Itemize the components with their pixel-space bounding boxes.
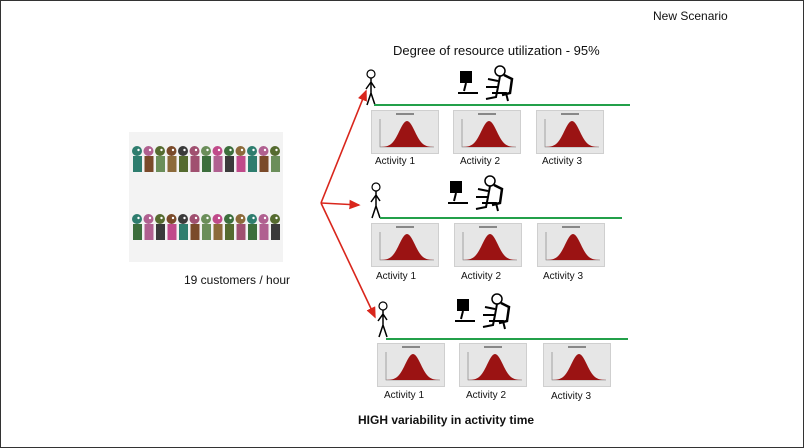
activity-label: Activity 2	[461, 271, 502, 282]
bell-curve	[468, 354, 522, 380]
activity-chart	[459, 343, 527, 387]
stick-figure-icon	[368, 182, 384, 225]
activity-chart	[453, 110, 521, 154]
lane-2-line	[380, 217, 622, 219]
bell-curve	[386, 354, 440, 380]
desk-worker-icon	[446, 173, 506, 220]
arrow-to-lane-3	[320, 202, 376, 319]
activity-chart	[371, 223, 439, 267]
stick-figure-icon	[375, 301, 391, 344]
desk-worker-icon	[456, 63, 516, 110]
activity-label: Activity 1	[384, 390, 425, 401]
bell-curve	[552, 354, 606, 380]
variability-label: HIGH variability in activity time	[358, 413, 535, 427]
activity-label: Activity 3	[543, 271, 584, 282]
lane-3-line	[386, 338, 628, 340]
bell-curve	[463, 234, 517, 260]
activity-chart	[371, 110, 439, 154]
utilization-label: Degree of resource utilization - 95%	[393, 43, 600, 58]
customers-label: 19 customers / hour	[184, 273, 291, 287]
activity-chart	[537, 223, 605, 267]
lane-1-line	[374, 104, 630, 106]
activity-label: Activity 1	[375, 156, 416, 167]
activity-label: Activity 1	[376, 271, 417, 282]
bell-curve	[380, 234, 434, 260]
activity-chart	[377, 343, 445, 387]
activity-label: Activity 2	[466, 390, 507, 401]
bell-curve	[462, 121, 516, 147]
activity-label: Activity 3	[551, 391, 592, 402]
scenario-label: New Scenario	[653, 9, 728, 23]
bell-curve	[545, 121, 599, 147]
activity-label: Activity 2	[460, 156, 501, 167]
bell-curve	[546, 234, 600, 260]
crowd-illustration	[129, 132, 283, 262]
activity-chart	[543, 343, 611, 387]
activity-label: Activity 3	[542, 156, 583, 167]
stick-figure-icon	[363, 69, 379, 112]
arrow-to-lane-1	[320, 89, 367, 204]
activity-chart	[454, 223, 522, 267]
activity-chart	[536, 110, 604, 154]
bell-curve	[380, 121, 434, 147]
arrow-to-lane-2	[320, 199, 361, 210]
desk-worker-icon	[453, 291, 513, 338]
